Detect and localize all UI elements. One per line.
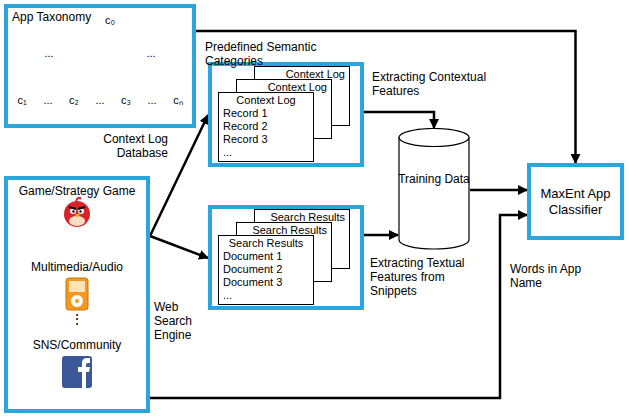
search-results-page: Search ResultsDocument 1Document 2Docume… (218, 235, 314, 305)
node-text: ... (223, 289, 309, 302)
database-cylinder: Training Data (398, 128, 470, 250)
node-title: Context Log (223, 94, 309, 107)
node-title: App Taxonomy (12, 10, 91, 25)
flow-label: Context Log Database (92, 132, 168, 160)
node-text: SNS/Community (8, 338, 146, 353)
node-title: Search Results (223, 237, 309, 250)
node-text: Multimedia/Audio (8, 260, 146, 275)
node-text: Record 2 (223, 120, 309, 133)
context-log-page: Context LogRecord 1Record 2Record 3... (218, 92, 314, 162)
flow-label: Extracting Textual Features from Snippet… (370, 256, 488, 298)
node-text: Document 1 (223, 250, 309, 263)
node-text: ... (223, 146, 309, 159)
flow-label: Words in App Name (510, 262, 610, 290)
ellipsis: ... (89, 92, 111, 108)
ellipsis: ... (141, 92, 163, 108)
flow-label: Web Search Engine (154, 300, 206, 342)
classifier-box: MaxEnt App Classifier (527, 163, 624, 240)
section-label: Predefined Semantic Categories (205, 40, 375, 68)
node-text: Document 2 (223, 263, 309, 276)
category-label: c₂ (64, 92, 84, 108)
node-title: MaxEnt App Classifier (535, 186, 616, 218)
category-label: c₀ (98, 10, 122, 30)
node-text: Record 1 (223, 107, 309, 120)
ellipsis: ... (38, 46, 60, 60)
app-examples-box: Game/Strategy GameMultimedia/Audio ⋮ SNS/C… (4, 176, 150, 413)
flow-arrow (470, 189, 527, 192)
node-title: Game/Strategy Game (8, 184, 146, 199)
cylinder-outline (398, 128, 470, 250)
flow-arrow (196, 31, 576, 163)
flow-arrow (150, 236, 208, 258)
node-text: Record 3 (223, 133, 309, 146)
category-label: cₙ (168, 92, 188, 108)
context-log-database: Context LogContext LogContext LogRecord … (208, 62, 364, 167)
node-title: Training Data (398, 172, 470, 187)
search-results-set: Search ResultsSearch ResultsSearch Resul… (208, 205, 364, 310)
ellipsis: ... (140, 46, 162, 60)
node-text: Document 3 (223, 276, 309, 289)
flow-arrow (364, 112, 434, 128)
node-text: ⋮ (8, 311, 146, 328)
ellipsis: ... (37, 92, 59, 108)
category-label: c₁ (12, 92, 32, 108)
flow-arrow (364, 234, 398, 237)
flow-label: Extracting Contextual Features (372, 70, 492, 98)
taxonomy-box: App Taxonomy (4, 4, 196, 128)
category-label: c₃ (116, 92, 136, 108)
